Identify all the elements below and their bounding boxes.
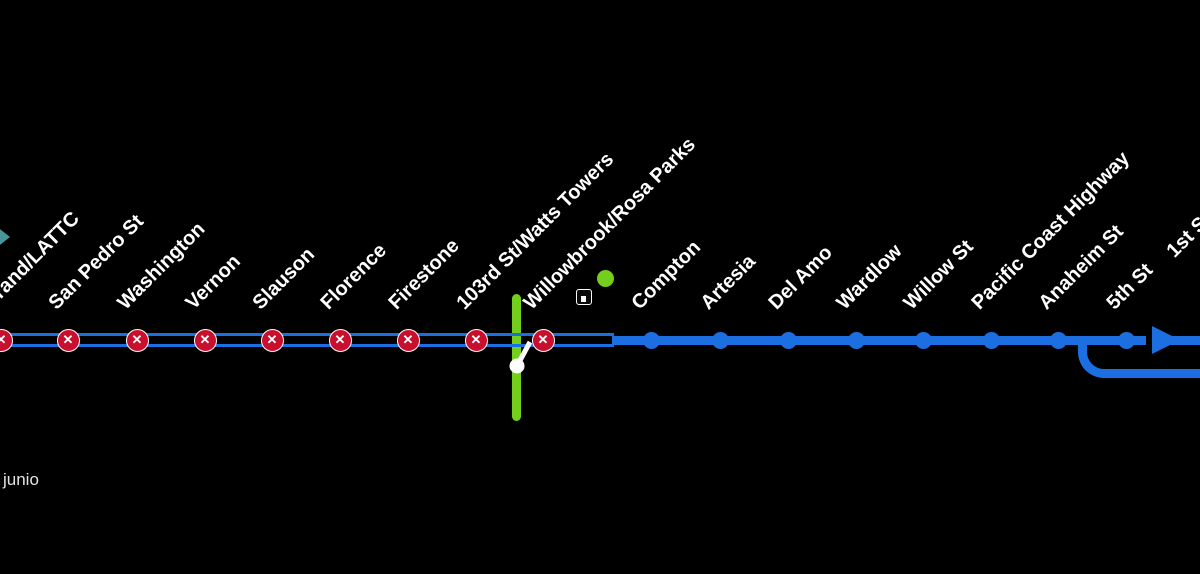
station-closed-marker: ✕ xyxy=(193,329,217,352)
line-return-loop xyxy=(1078,344,1200,378)
station-closed-marker: ✕ xyxy=(531,329,555,352)
station-dot xyxy=(1049,332,1067,349)
green-line xyxy=(512,294,521,421)
station-dot xyxy=(847,332,865,349)
green-line-dot-icon xyxy=(597,270,614,287)
station-label: Florence xyxy=(316,239,391,314)
station-closed-marker: ✕ xyxy=(328,329,352,352)
station-amenity-icon xyxy=(576,289,592,305)
station-label: Willow St xyxy=(899,235,978,314)
station-label: Firestone xyxy=(384,234,464,314)
station-closed-marker: ✕ xyxy=(396,329,420,352)
station-dot xyxy=(982,332,1000,349)
station-label: Del Amo xyxy=(764,241,837,314)
station-closed-marker: ✕ xyxy=(464,329,488,352)
station-dot xyxy=(914,332,932,349)
closed-line-segment xyxy=(0,333,614,347)
station-label: Slauson xyxy=(248,243,320,314)
direction-arrow-icon xyxy=(1152,326,1180,354)
footnote-text: junio xyxy=(3,470,39,489)
station-dot xyxy=(642,332,660,349)
station-dot xyxy=(1117,332,1135,349)
station-label: Vernon xyxy=(181,250,245,314)
transfer-marker xyxy=(509,340,533,374)
station-closed-marker: ✕ xyxy=(56,329,80,352)
station-label: Wardlow xyxy=(832,240,907,314)
station-closed-marker: ✕ xyxy=(125,329,149,352)
adjacent-line-arrow-icon xyxy=(0,226,10,248)
station-dot xyxy=(779,332,797,349)
station-dot xyxy=(711,332,729,349)
station-label: 5th St xyxy=(1102,259,1158,314)
station-label: 1st St xyxy=(1162,207,1200,262)
open-line-segment xyxy=(612,336,1200,345)
station-closed-marker: ✕ xyxy=(260,329,284,352)
station-label: Compton xyxy=(627,236,706,314)
direction-arrow-gap xyxy=(1146,334,1152,347)
station-label: Artesia xyxy=(696,250,760,314)
